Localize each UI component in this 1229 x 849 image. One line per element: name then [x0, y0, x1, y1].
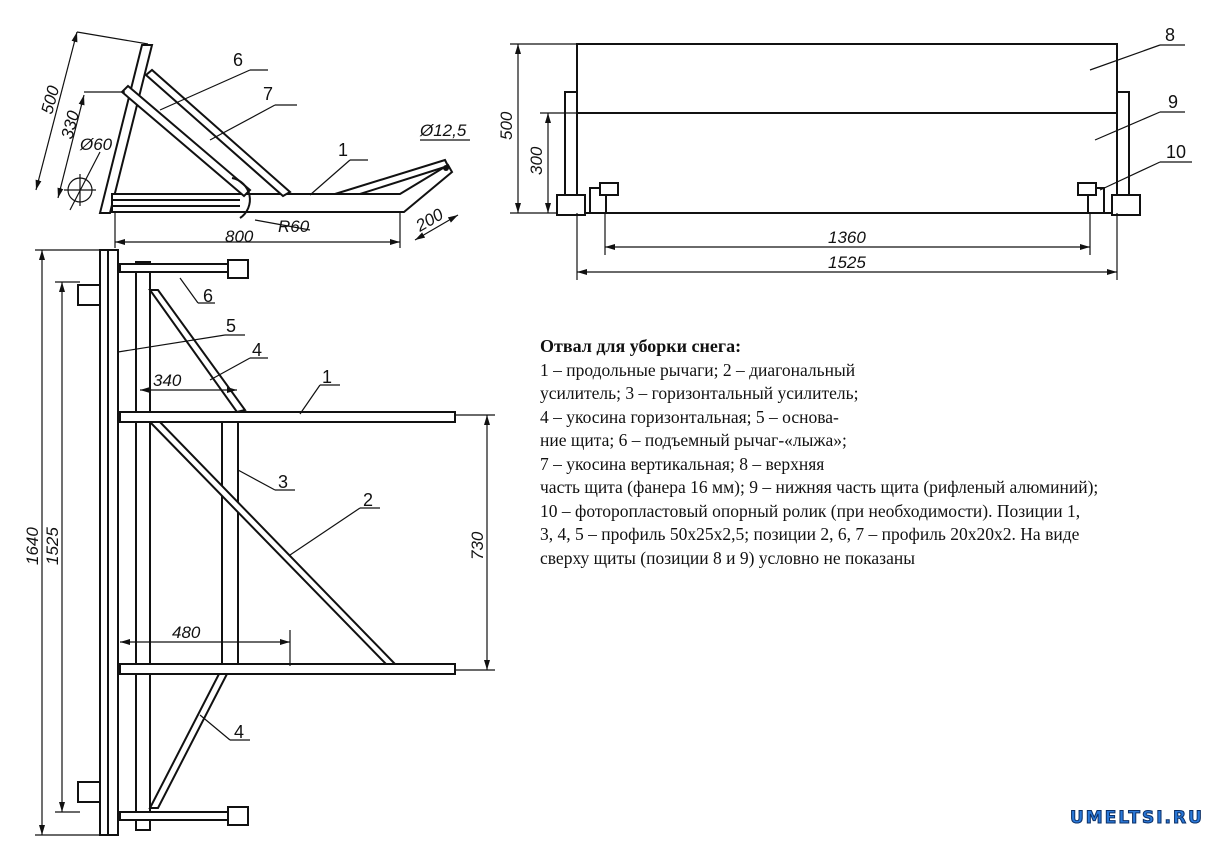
dim-500: 500 [38, 83, 64, 116]
caption-line: сверху щиты (позиции 8 и 9) условно не п… [540, 547, 915, 568]
label-10: 10 [1166, 142, 1186, 162]
caption-line: 1 – продольные рычаги; 2 – диагональный [540, 359, 856, 380]
dim-480: 480 [172, 623, 201, 642]
dim-340: 340 [153, 371, 182, 390]
label-3: 3 [278, 472, 288, 492]
dim-500-front: 500 [497, 111, 516, 140]
label-5: 5 [226, 316, 236, 336]
dim-300: 300 [527, 146, 546, 175]
watermark: UMELTSI.RU [1070, 808, 1204, 829]
label-1: 1 [338, 140, 348, 160]
lifting-lever-side [120, 84, 252, 198]
dim-730: 730 [468, 531, 487, 560]
front-view: 500 300 1360 1525 8 9 10 [497, 25, 1192, 280]
label-2: 2 [363, 490, 373, 510]
label-6-top: 6 [203, 286, 213, 306]
blade-side [98, 44, 154, 214]
label-8: 8 [1165, 25, 1175, 45]
dim-1360: 1360 [828, 228, 866, 247]
top-view: 1640 1525 730 340 480 6 5 4 1 3 2 4 [23, 249, 495, 836]
label-4-bottom: 4 [234, 722, 244, 742]
lever-top [119, 411, 456, 423]
label-6: 6 [233, 50, 243, 70]
lever-bottom [119, 663, 456, 675]
dim-d12-5: Ø12,5 [419, 121, 467, 140]
caption-line: ние щита; 6 – подъемный рычаг-«лыжа»; [540, 430, 847, 450]
r60-arc [231, 177, 251, 219]
dim-1525-front: 1525 [828, 253, 866, 272]
caption-line: 4 – укосина горизонтальная; 5 – основа- [540, 406, 839, 427]
caption-line: 3, 4, 5 – профиль 50x25x2,5; позиции 2, … [540, 524, 1080, 544]
caption: Отвал для уборки снега: 1 – продольные р… [540, 335, 1160, 570]
label-4-top: 4 [252, 340, 262, 360]
caption-line: 7 – укосина вертикальная; 8 – верхняя [540, 453, 825, 474]
caption-title: Отвал для уборки снега: [540, 336, 742, 356]
dim-1640: 1640 [23, 527, 42, 565]
dim-800: 800 [225, 227, 254, 246]
caption-line: 10 – фоторопластовый опорный ролик (при … [540, 500, 1081, 521]
dim-r60: R60 [278, 217, 310, 236]
dim-1525-top: 1525 [43, 527, 62, 565]
dim-d60: Ø60 [79, 135, 113, 154]
shield [576, 43, 1118, 214]
side-view: 500 330 Ø60 Ø12,5 200 R60 800 6 7 1 [35, 31, 470, 248]
label-7: 7 [263, 84, 273, 104]
label-9: 9 [1168, 92, 1178, 112]
caption-line: часть щита (фанера 16 мм); 9 – нижняя ча… [540, 477, 1099, 497]
caption-line: усилитель; 3 – горизонтальный усилитель; [540, 383, 859, 403]
vertical-brace-side [144, 68, 292, 198]
label-1-top: 1 [322, 367, 332, 387]
horizontal-reinforcement [221, 419, 239, 665]
